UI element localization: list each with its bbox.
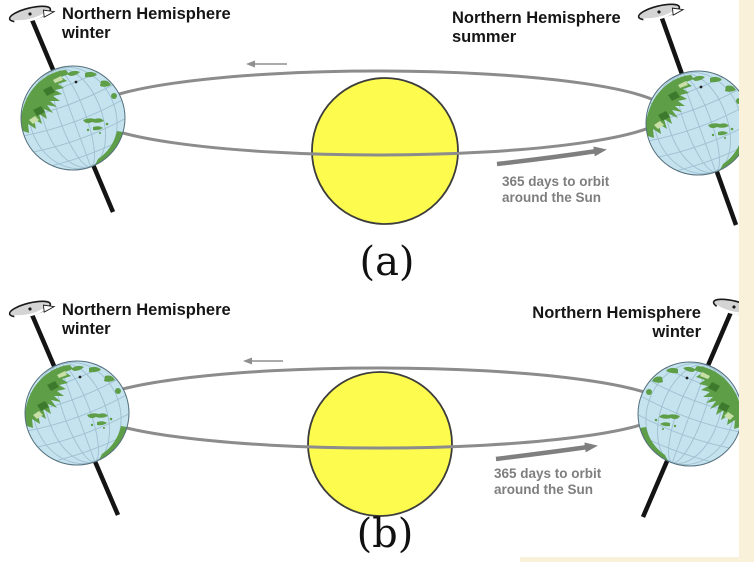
panel-a-orbit-duration-caption: 365 days to orbit around the Sun (502, 174, 610, 205)
page-edge-bottom (520, 557, 754, 562)
sun (307, 371, 453, 517)
panel-a-right-earth-caption: Northern Hemisphere summer (452, 9, 621, 46)
panel-b-right-earth-caption: Northern Hemisphere winter (532, 304, 701, 341)
panel-b-label: (b) (356, 511, 414, 557)
orbit-365-days-arrow-icon (495, 442, 598, 462)
earth-globe (6, 51, 139, 184)
panel-b-left-earth-caption: Northern Hemisphere winter (62, 301, 231, 338)
sun (311, 77, 459, 225)
earth-globe (631, 56, 754, 189)
panel-a (6, 0, 754, 226)
earth-globe (623, 347, 754, 480)
panel-b-orbit-duration-caption: 365 days to orbit around the Sun (494, 466, 602, 497)
orbit-365-days-arrow-icon (496, 146, 607, 167)
page-edge-right (739, 0, 754, 562)
panel-b (6, 294, 754, 518)
panel-a-label: (a) (359, 239, 415, 285)
panel-a-left-earth-caption: Northern Hemisphere winter (62, 5, 231, 42)
earth-globe (10, 346, 143, 479)
